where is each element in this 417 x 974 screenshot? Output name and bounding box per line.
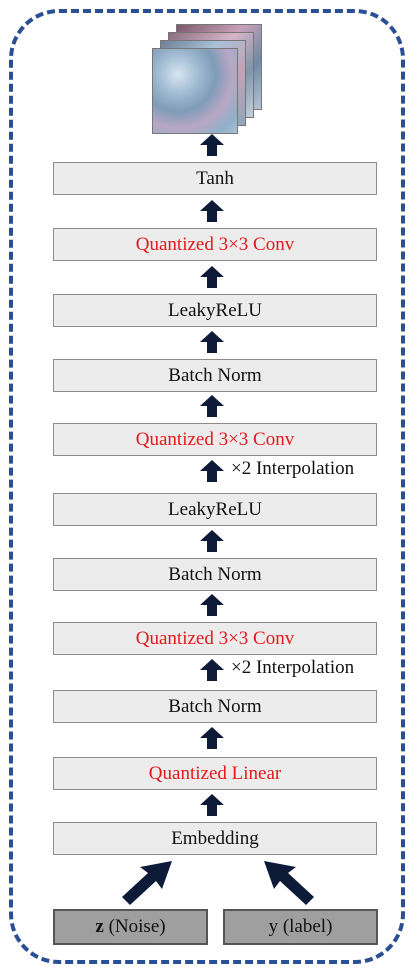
- diagonal-arrow-icon: [258, 855, 318, 911]
- up-arrow-icon: [200, 727, 224, 749]
- layer-embedding: Embedding: [53, 822, 377, 855]
- layer-quantized-conv-2: Quantized 3×3 Conv: [53, 423, 377, 456]
- interpolation-up-arrow-icon: [200, 460, 224, 482]
- input-y-label: y (label): [223, 909, 378, 945]
- input-z-noise: z (Noise): [53, 909, 208, 945]
- image-card-front: [152, 48, 238, 134]
- layer-label: Batch Norm: [168, 364, 262, 386]
- layer-label: LeakyReLU: [168, 299, 262, 321]
- up-arrow-icon: [200, 794, 224, 816]
- diagonal-arrow-icon: [118, 855, 178, 911]
- up-arrow-icon: [200, 200, 224, 222]
- layer-label: LeakyReLU: [168, 498, 262, 520]
- input-variable: z: [95, 916, 104, 937]
- up-arrow-icon: [200, 594, 224, 616]
- input-description: (Noise): [108, 916, 166, 937]
- layer-batch-norm-1: Batch Norm: [53, 690, 377, 723]
- up-arrow-icon: [200, 331, 224, 353]
- interpolation-label: ×2 Interpolation: [231, 458, 355, 479]
- layer-quantized-conv-3: Quantized 3×3 Conv: [53, 228, 377, 261]
- layer-batch-norm-2: Batch Norm: [53, 558, 377, 591]
- interpolation-up-arrow-icon: [200, 659, 224, 681]
- layer-label: Quantized 3×3 Conv: [135, 627, 295, 649]
- layer-leakyrelu-2: LeakyReLU: [53, 294, 377, 327]
- layer-label: Quantized Linear: [148, 762, 282, 784]
- input-variable: y: [268, 916, 279, 937]
- layer-quantized-linear: Quantized Linear: [53, 757, 377, 790]
- layer-label: Batch Norm: [168, 563, 262, 585]
- up-arrow-icon: [200, 530, 224, 552]
- layer-label: Batch Norm: [168, 695, 262, 717]
- up-arrow-icon: [200, 134, 224, 156]
- up-arrow-icon: [200, 266, 224, 288]
- input-description: (label): [282, 916, 333, 937]
- layer-label: Quantized 3×3 Conv: [135, 428, 295, 450]
- interpolation-label: ×2 Interpolation: [231, 657, 355, 678]
- layer-batch-norm-3: Batch Norm: [53, 359, 377, 392]
- layer-tanh: Tanh: [53, 162, 377, 195]
- layer-leakyrelu-1: LeakyReLU: [53, 493, 377, 526]
- layer-label: Tanh: [196, 167, 234, 189]
- layer-label: Embedding: [171, 827, 259, 849]
- layer-label: Quantized 3×3 Conv: [135, 233, 295, 255]
- layer-quantized-conv-1: Quantized 3×3 Conv: [53, 622, 377, 655]
- up-arrow-icon: [200, 395, 224, 417]
- generated-image-stack-icon: [152, 24, 262, 134]
- dashed-generator-frame: [9, 9, 405, 964]
